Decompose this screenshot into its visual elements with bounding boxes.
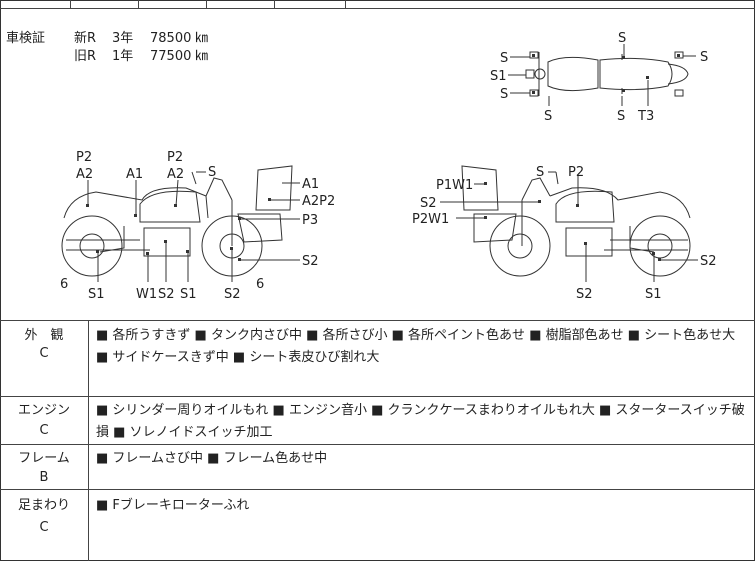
left-label-s2-a: S2 — [158, 287, 175, 302]
right-label-p2w1: P2W1 — [412, 212, 449, 227]
right-view-motorcycle — [461, 165, 691, 277]
section-label-frame: フレーム — [18, 451, 70, 466]
right-label-p1w1: P1W1 — [436, 178, 473, 193]
left-label-s: S — [208, 165, 216, 180]
left-label-p3: P3 — [302, 213, 318, 228]
section-label-suspension: 足まわり — [17, 498, 70, 513]
left-label-a1-b: A1 — [302, 177, 319, 192]
section-text-exterior: ■ 各所うすきず ■ タンク内さび中 ■ 各所さび小 ■ 各所ペイント色あせ ■… — [96, 328, 736, 365]
strip-divider — [138, 0, 139, 8]
section-label-exterior: 外 観 — [24, 328, 64, 343]
left-label-6-b: 6 — [256, 277, 264, 292]
section-label-engine: エンジン — [17, 403, 70, 418]
new-km-unit: ㎞ — [195, 31, 209, 46]
right-label-s: S — [536, 165, 544, 180]
top-label-s-2: S — [500, 87, 508, 102]
label-column-divider — [88, 320, 89, 561]
right-label-s2-a: S2 — [420, 196, 437, 211]
old-km-unit: ㎞ — [195, 49, 209, 64]
top-label-s-4: S — [700, 50, 708, 65]
left-label-a2-b: A2 — [167, 167, 184, 182]
new-years: 3年 — [112, 31, 134, 46]
new-r-label: 新R — [74, 31, 97, 46]
new-km: 78500 — [150, 31, 192, 46]
left-label-a2-a: A2 — [76, 167, 93, 182]
top-strip-border — [0, 8, 755, 9]
right-label-p2: P2 — [568, 165, 584, 180]
left-label-a2p2: A2P2 — [302, 194, 335, 209]
right-label-s1: S1 — [645, 287, 662, 302]
section-grade-engine: C — [39, 423, 49, 438]
top-label-t3: T3 — [637, 109, 654, 124]
section-divider — [0, 396, 755, 397]
section-text-engine: ■ シリンダー周りオイルもれ ■ エンジン音小 ■ クランクケースまわりオイルも… — [96, 403, 745, 440]
section-text-frame: ■ フレームさび中 ■ フレーム色あせ中 — [96, 451, 328, 466]
strip-divider — [345, 0, 346, 8]
left-label-s2-b: S2 — [224, 287, 241, 302]
section-grade-suspension: C — [39, 520, 49, 535]
top-label-s-5: S — [544, 109, 552, 124]
section-divider — [0, 320, 755, 321]
right-label-s2-c: S2 — [576, 287, 593, 302]
top-label-s1: S1 — [490, 69, 507, 84]
left-view-motorcycle — [61, 165, 293, 277]
top-view-motorcycle — [525, 51, 689, 97]
strip-divider — [70, 0, 71, 8]
old-r-label: 旧R — [74, 49, 97, 64]
left-label-w1: W1 — [136, 287, 157, 302]
section-text-suspension: ■ Fブレーキローターふれ — [96, 498, 250, 513]
old-km: 77500 — [150, 49, 192, 64]
left-label-6-a: 6 — [60, 277, 68, 292]
left-label-s1-b: S1 — [180, 287, 197, 302]
top-label-s-1: S — [500, 51, 508, 66]
strip-divider — [274, 0, 275, 8]
left-label-p2-b: P2 — [167, 150, 183, 165]
right-label-s2-b: S2 — [700, 254, 717, 269]
inspection-label: 車検証 — [6, 31, 46, 46]
section-divider — [0, 489, 755, 490]
left-label-a1-a: A1 — [126, 167, 143, 182]
old-years: 1年 — [112, 49, 134, 64]
section-grade-frame: B — [39, 470, 49, 485]
strip-divider — [206, 0, 207, 8]
top-label-s-6: S — [617, 109, 625, 124]
section-divider — [0, 444, 755, 445]
left-label-s2-right: S2 — [302, 254, 319, 269]
left-label-s1-a: S1 — [88, 287, 105, 302]
left-label-p2-a: P2 — [76, 150, 92, 165]
top-label-s-3: S — [618, 31, 626, 46]
section-grade-exterior: C — [39, 346, 49, 361]
